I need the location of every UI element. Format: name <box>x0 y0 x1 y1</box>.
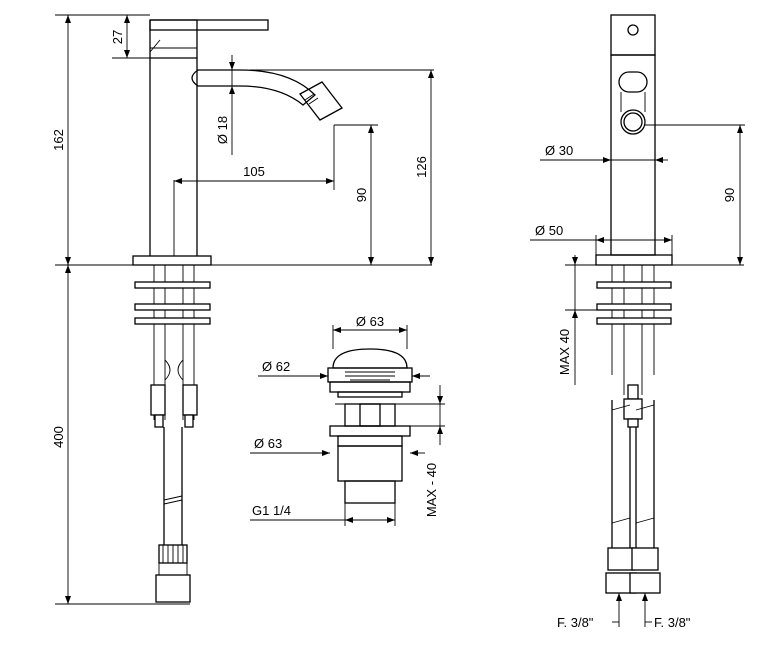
dim-base-diameter: Ø 50 <box>535 223 563 238</box>
waste-view: Ø 63 Ø 62 Ø 63 G1 1/4 MAX - 40 <box>250 314 445 526</box>
side-view: 27 162 400 Ø 18 105 90 126 <box>51 14 434 605</box>
aerator <box>299 81 343 121</box>
dim-max-deck: MAX 40 <box>557 329 572 375</box>
base-plate-front <box>595 254 673 266</box>
dim-spout-reach: 105 <box>243 164 265 179</box>
waste-body <box>344 403 396 427</box>
lever-handle <box>149 19 269 31</box>
dim-flange-diameter: Ø 63 <box>254 436 282 451</box>
label-connector-right: F. 3/8" <box>654 615 691 630</box>
spout <box>197 69 316 106</box>
dim-body-diameter: Ø 30 <box>545 143 573 158</box>
dim-thread: G1 1/4 <box>252 503 291 518</box>
waste-thread <box>344 480 396 504</box>
label-connector-left: F. 3/8" <box>557 615 594 630</box>
front-view: Ø 30 Ø 50 90 MAX 40 F. 3/8" F. 3/8" <box>530 14 745 630</box>
base-plate <box>132 255 212 266</box>
dim-spout-height: 126 <box>414 156 429 178</box>
dim-hose-length: 400 <box>51 426 66 448</box>
connector-right <box>631 547 659 571</box>
waste-flange <box>329 381 411 393</box>
dim-total-height: 162 <box>51 129 66 151</box>
fixing-washer <box>134 281 211 289</box>
dim-cap-diameter: Ø 63 <box>356 314 384 329</box>
dim-plug-diameter: Ø 62 <box>262 359 290 374</box>
dim-spout-diameter: Ø 18 <box>215 116 230 144</box>
spout-front <box>620 109 646 135</box>
lever-hole <box>627 24 639 36</box>
lever-body <box>150 19 198 59</box>
dim-outlet-height: 90 <box>354 188 369 202</box>
connector-left <box>607 547 635 571</box>
faucet-body-front <box>610 54 656 256</box>
dim-max-thickness: MAX - 40 <box>424 463 439 517</box>
waste-cap <box>332 348 408 369</box>
dim-outlet-height-front: 90 <box>722 188 737 202</box>
dim-lever-height: 27 <box>110 30 125 44</box>
